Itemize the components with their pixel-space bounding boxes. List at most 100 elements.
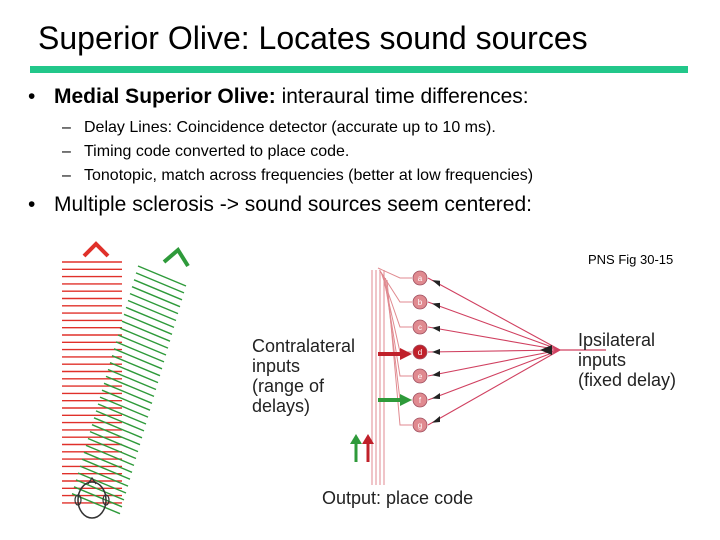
- contralateral-line: inputs: [252, 356, 301, 376]
- green-wavefront: [129, 292, 179, 315]
- contralateral-line: (range of: [252, 376, 325, 396]
- neuron-cell: [412, 270, 428, 286]
- contralateral-delay-line: [379, 269, 412, 303]
- figure-caption: PNS Fig 30-15: [588, 252, 674, 267]
- subbullet: –Delay Lines: Coincidence detector (accu…: [62, 116, 533, 140]
- title-underline: [30, 66, 688, 73]
- ipsilateral-line: inputs: [578, 350, 627, 370]
- ipsilateral-axon: [427, 349, 561, 401]
- bullet-symbol: •: [28, 85, 36, 108]
- green-wavefront: [127, 299, 177, 322]
- neuron-cell: [412, 344, 428, 360]
- dash-symbol: –: [62, 143, 71, 160]
- ipsilateral-axon: [427, 349, 561, 426]
- contralateral-line: delays): [252, 396, 311, 416]
- green-wavefront: [97, 403, 147, 425]
- green-wavefront: [91, 424, 141, 446]
- neuron-cell: [412, 368, 428, 384]
- ipsilateral-arrowhead: [540, 345, 552, 355]
- bullet-mso-rest: interaural time differences:: [275, 85, 529, 108]
- bullet-ms-text: Multiple sclerosis -> sound sources seem…: [54, 193, 532, 216]
- subbullet-text: Tonotopic, match across frequencies (bet…: [84, 167, 534, 184]
- green-wavefront: [115, 341, 165, 363]
- green-wavefront: [103, 382, 153, 404]
- neuron-cell: [412, 319, 428, 335]
- green-wavefront: [89, 430, 139, 453]
- subbullet-list: –Delay Lines: Coincidence detector (accu…: [62, 116, 533, 188]
- neuron-label: g: [418, 421, 422, 430]
- green-wavefront: [75, 479, 125, 501]
- green-wavefront: [111, 355, 161, 377]
- axon-arrowhead: [432, 393, 440, 399]
- ipsilateral-line: (fixed delay): [578, 370, 677, 390]
- green-wavefront: [101, 389, 151, 411]
- output-label: Output: place code: [322, 488, 474, 508]
- green-wavefront: [81, 458, 131, 480]
- ipsilateral-axon: [427, 301, 561, 351]
- green-wavefront: [73, 486, 123, 508]
- axon-arrowhead: [432, 302, 440, 309]
- neuron-cell: [412, 392, 428, 408]
- bullet-mso: • Medial Superior Olive: interaural time …: [28, 84, 529, 110]
- contralateral-label: Contralateral inputs (range of delays): [252, 336, 355, 416]
- green-wavefront: [119, 327, 169, 349]
- green-wavefront: [133, 279, 183, 301]
- green-wavefront: [131, 286, 181, 308]
- axon-arrowhead: [432, 280, 440, 287]
- axon-arrowhead: [432, 416, 440, 423]
- red-source-chevron: [82, 241, 110, 258]
- green-wavefront: [95, 410, 145, 432]
- red-sound-wavefronts: [62, 261, 122, 504]
- subbullet-text: Timing code converted to place code.: [84, 143, 350, 160]
- neuron-label: d: [418, 348, 422, 357]
- neuron-label: e: [418, 372, 423, 381]
- green-wavefront: [77, 472, 127, 494]
- dash-symbol: –: [62, 119, 71, 136]
- green-wavefront: [79, 465, 129, 487]
- green-wavefront: [93, 417, 143, 439]
- green-source-chevron: [162, 246, 190, 268]
- subbullet: –Tonotopic, match across frequencies (be…: [62, 164, 533, 188]
- dash-symbol: –: [62, 167, 71, 184]
- green-wavefront: [83, 451, 133, 473]
- neuron-label: a: [418, 274, 423, 283]
- contralateral-line: Contralateral: [252, 336, 356, 356]
- input-arrows: [350, 348, 412, 462]
- subbullet: –Timing code converted to place code.: [62, 140, 533, 164]
- neuron-label: b: [418, 298, 423, 307]
- contralateral-delay-line: [377, 267, 412, 279]
- green-wavefront: [87, 437, 137, 460]
- green-wavefront: [107, 368, 157, 391]
- green-sound-wavefronts: [71, 265, 187, 515]
- bullet-mso-bold: Medial Superior Olive:: [54, 85, 276, 108]
- contralateral-delay-line: [386, 279, 412, 426]
- green-wavefront: [137, 265, 187, 287]
- head-outline: [74, 476, 110, 519]
- ipsilateral-axon: [427, 349, 561, 353]
- green-wavefront: [105, 375, 155, 398]
- ipsilateral-axon: [427, 349, 561, 377]
- ipsilateral-line: Ipsilateral: [578, 330, 656, 350]
- green-wavefront: [125, 306, 175, 329]
- ipsilateral-axon: [427, 326, 561, 351]
- green-wavefront: [117, 334, 167, 356]
- slide-title: Superior Olive: Locates sound sources: [38, 20, 588, 56]
- green-wavefront: [99, 396, 149, 418]
- green-wavefront: [123, 313, 173, 335]
- neuron-cell: [412, 294, 428, 310]
- neuron-label: c: [418, 323, 422, 332]
- ipsilateral-axon: [427, 277, 561, 351]
- contralateral-delay-line: [382, 273, 412, 353]
- subbullet-text: Delay Lines: Coincidence detector (accur…: [84, 119, 496, 136]
- bullet-symbol: •: [28, 193, 36, 216]
- green-wavefront: [121, 320, 171, 342]
- axon-arrowhead: [432, 325, 440, 332]
- coincidence-circuit: a b c d e f g: [371, 267, 606, 485]
- neuron-cell: [412, 417, 428, 433]
- green-wavefront: [135, 272, 185, 294]
- green-wavefront: [109, 361, 159, 384]
- axon-arrowhead: [432, 348, 440, 355]
- neuron-label: f: [419, 396, 422, 405]
- ipsilateral-label: Ipsilateral inputs (fixed delay): [578, 330, 676, 390]
